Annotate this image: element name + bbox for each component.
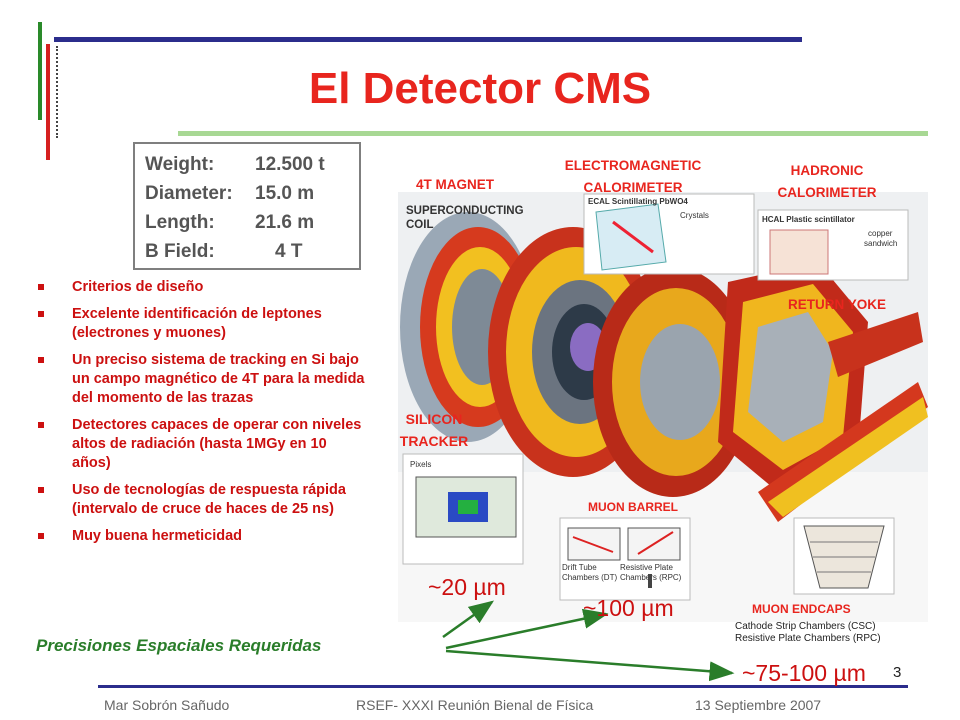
measurement-barrel: ~100 µm xyxy=(583,595,674,621)
person-scale-icon xyxy=(648,574,652,588)
bullet-square-icon xyxy=(38,311,44,317)
coil-label: COIL xyxy=(406,219,433,231)
svg-text:HCAL Plastic scintillator: HCAL Plastic scintillator xyxy=(762,215,855,224)
ecal-inset: ECAL Scintillating PbWO4 Crystals xyxy=(583,193,755,275)
svg-text:Pixels: Pixels xyxy=(410,460,431,469)
list-item: Excelente identificación de leptones (el… xyxy=(34,305,369,343)
spec-weight: Weight:12.500 t xyxy=(145,154,325,175)
label-magnet: 4T MAGNET xyxy=(416,177,495,192)
spec-length: Length:21.6 m xyxy=(145,212,315,233)
bullet-square-icon xyxy=(38,422,44,428)
label-silicon-tracker: SILICON TRACKER xyxy=(399,411,469,449)
svg-text:Drift Tube: Drift Tube xyxy=(562,563,597,572)
measurement-endcaps: ~75-100 µm xyxy=(742,660,866,686)
bullet-square-icon xyxy=(38,533,44,539)
bullet-square-icon xyxy=(38,284,44,290)
superconducting-label: SUPERCONDUCTING xyxy=(406,205,524,217)
barrel-wheel-right xyxy=(593,267,753,497)
muon-endcap-inset xyxy=(793,517,895,595)
decor-navy-top-bar xyxy=(54,37,802,42)
page-title: El Detector CMS xyxy=(308,64,652,113)
decor-dotted-vertical-line xyxy=(56,46,58,138)
decor-red-vertical-bar xyxy=(46,44,50,160)
list-item: Uso de tecnologías de respuesta rápida (… xyxy=(34,481,369,519)
measurement-tracker: ~20 µm xyxy=(428,574,506,600)
svg-text:sandwich: sandwich xyxy=(864,239,897,248)
design-criteria-list: Criterios de diseño Excelente identifica… xyxy=(34,278,369,554)
decor-footer-bar xyxy=(98,685,908,688)
label-ecal: ELECTROMAGNETIC CALORIMETER xyxy=(564,158,702,195)
cms-detector-illustration: ECAL Scintillating PbWO4 Crystals HCAL P… xyxy=(398,192,928,622)
endcap-right xyxy=(718,262,868,492)
muon-barrel-inset: Drift Tube Chambers (DT) Resistive Plate… xyxy=(559,517,691,601)
footer-date: 13 Septiembre 2007 xyxy=(695,697,822,713)
spec-bfield: B Field:4 T xyxy=(145,241,303,262)
spec-diameter: Diameter:15.0 m xyxy=(145,183,315,204)
list-item: Un preciso sistema de tracking en Si baj… xyxy=(34,351,369,408)
silicon-tracker-inset: Pixels xyxy=(402,453,524,565)
label-muon-endcaps: MUON ENDCAPS xyxy=(752,602,851,616)
label-return-yoke: RETURN YOKE xyxy=(788,297,887,312)
footer-event: RSEF- XXXI Reunión Bienal de Física xyxy=(356,697,594,713)
arrow-endcaps xyxy=(445,649,735,682)
bullet-square-icon xyxy=(38,357,44,363)
arrow-tracker xyxy=(442,600,495,639)
svg-text:ECAL Scintillating PbWO4: ECAL Scintillating PbWO4 xyxy=(588,197,688,206)
footer-author: Mar Sobrón Sañudo xyxy=(104,697,230,713)
precision-title: Precisiones Espaciales Requeridas xyxy=(36,636,322,655)
list-item: Criterios de diseño xyxy=(34,278,369,297)
list-item: Detectores capaces de operar con niveles… xyxy=(34,416,369,473)
bullet-square-icon xyxy=(38,487,44,493)
specs-box: Weight:12.500 t Diameter:15.0 m Length:2… xyxy=(133,142,361,270)
svg-text:copper: copper xyxy=(868,229,893,238)
list-item: Muy buena hermeticidad xyxy=(34,527,369,546)
decor-light-green-bar xyxy=(178,131,928,136)
arrow-barrel xyxy=(445,608,609,650)
svg-text:Resistive Plate: Resistive Plate xyxy=(620,563,673,572)
page-number: 3 xyxy=(893,664,902,681)
svg-text:Chambers (DT): Chambers (DT) xyxy=(562,573,617,582)
svg-text:Crystals: Crystals xyxy=(680,211,709,220)
hcal-inset: HCAL Plastic scintillator copper sandwic… xyxy=(757,209,909,281)
label-muon-barrel: MUON BARREL xyxy=(588,500,678,514)
label-csc: Cathode Strip Chambers (CSC) Resistive P… xyxy=(735,621,881,644)
label-hcal: HADRONIC CALORIMETER xyxy=(777,163,877,200)
decor-green-vertical-bar xyxy=(38,22,42,120)
